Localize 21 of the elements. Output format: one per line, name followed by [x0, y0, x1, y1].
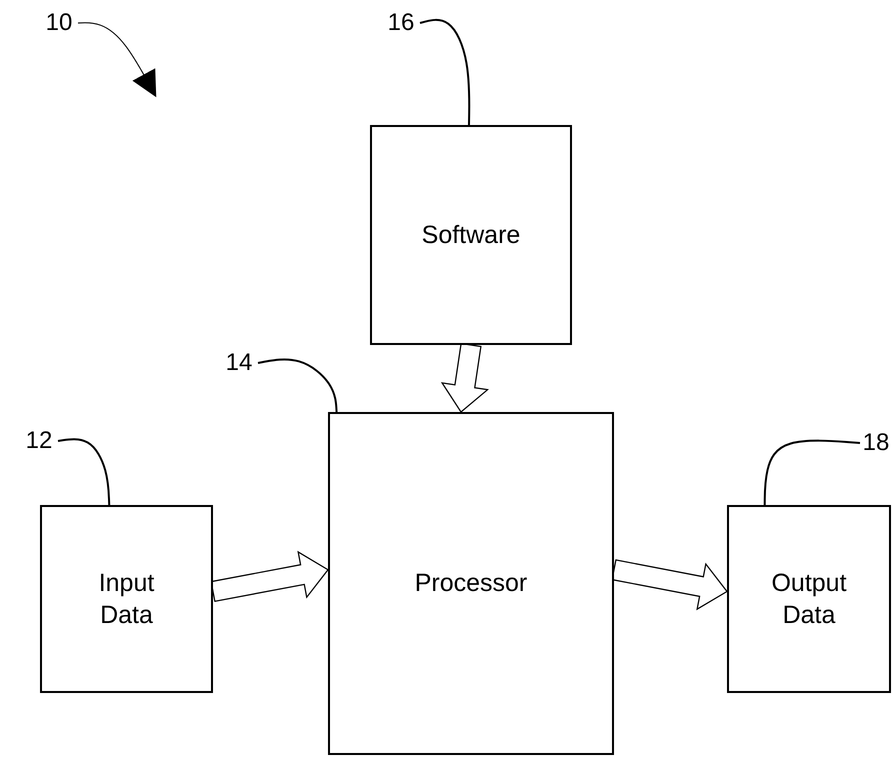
leader-line: [764, 440, 860, 505]
leader-line: [420, 18, 470, 126]
block-box: [40, 505, 213, 693]
reference-numeral: 18: [860, 428, 892, 458]
block-box: [370, 125, 572, 345]
block-arrow: [210, 550, 329, 602]
reference-numeral: 14: [220, 348, 258, 378]
leader-arrow: [78, 22, 156, 98]
box-label: Software: [422, 220, 520, 251]
reference-numeral: 12: [20, 426, 58, 456]
block-arrow: [440, 342, 489, 413]
block-box: [328, 412, 614, 755]
block-arrow: [611, 559, 728, 610]
leader-line: [58, 438, 110, 506]
reference-numeral: 16: [382, 8, 420, 38]
block-box: [727, 505, 891, 693]
leader-line: [258, 358, 338, 412]
box-label: Processor: [414, 568, 528, 600]
box-label: Input Data: [98, 568, 156, 631]
box-label: Output Data: [770, 568, 848, 631]
reference-numeral: 10: [40, 8, 78, 38]
